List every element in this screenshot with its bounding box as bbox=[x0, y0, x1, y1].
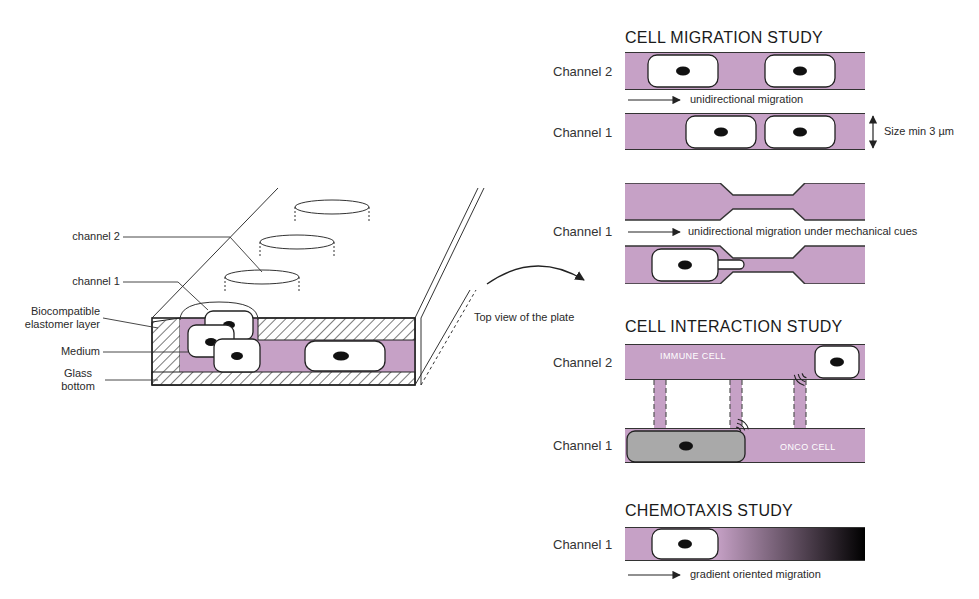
channel-wall bbox=[625, 183, 865, 195]
section-title: CELL MIGRATION STUDY bbox=[625, 28, 823, 47]
signal-wave bbox=[798, 374, 805, 382]
curved-arrow bbox=[487, 266, 584, 284]
channel-wall bbox=[625, 209, 865, 220]
annotation: channel 1 bbox=[72, 275, 120, 288]
cells bbox=[627, 55, 859, 559]
annotation: unidirectional migration bbox=[690, 93, 803, 106]
channel-fill bbox=[654, 380, 666, 428]
annotation: Top view of the plate bbox=[474, 311, 574, 324]
channel-name: Channel 1 bbox=[553, 224, 612, 240]
leader-lines bbox=[103, 237, 262, 380]
annotation: channel 2 bbox=[72, 230, 120, 243]
signal-wave bbox=[802, 373, 806, 378]
channel-wall bbox=[729, 380, 730, 428]
channel-fill bbox=[625, 183, 865, 220]
plate-section bbox=[152, 302, 415, 385]
annotation: unidirectional migration under mechanica… bbox=[688, 225, 917, 238]
annotation: Biocompatible elastomer layer bbox=[2, 305, 100, 331]
signal-wave bbox=[737, 423, 745, 430]
annotation: Size min 3 µm bbox=[884, 125, 954, 138]
channel-fill bbox=[730, 380, 742, 428]
channel-wall bbox=[741, 380, 742, 428]
channel-wall bbox=[805, 380, 806, 428]
channel-wall bbox=[653, 380, 654, 428]
signal-wave bbox=[794, 375, 804, 386]
connecting-channel bbox=[794, 380, 806, 428]
signal-wave bbox=[738, 419, 749, 429]
annotation: Medium bbox=[61, 345, 100, 358]
signal-waves bbox=[736, 373, 806, 431]
channel-band: Channel 1ONCO CELL bbox=[625, 428, 865, 463]
annotation: Glass bottom bbox=[54, 367, 102, 393]
signal-wave bbox=[736, 427, 741, 431]
channel-name: Channel 2 bbox=[553, 355, 612, 371]
channel-name: Channel 1 bbox=[553, 537, 612, 553]
channel-band: Channel 1 bbox=[625, 113, 865, 150]
channel-band: Channel 2IMMUNE CELL bbox=[625, 344, 865, 380]
channel-band: Channel 2 bbox=[625, 52, 865, 90]
channel-fill bbox=[625, 246, 865, 284]
channel-name: Channel 2 bbox=[553, 64, 612, 80]
channel-fill bbox=[794, 380, 806, 428]
well-openings bbox=[225, 200, 369, 293]
channel-name: Channel 1 bbox=[553, 125, 612, 141]
channel-name: Channel 1 bbox=[553, 438, 612, 454]
channel-wall bbox=[793, 380, 794, 428]
channel-wall bbox=[625, 272, 865, 284]
section-title: CELL INTERACTION STUDY bbox=[625, 317, 843, 336]
channel-wall bbox=[665, 380, 666, 428]
plate-edges bbox=[152, 188, 484, 385]
connecting-channel bbox=[730, 380, 742, 428]
connecting-channel bbox=[654, 380, 666, 428]
nuclei bbox=[676, 67, 844, 549]
channel-wall bbox=[625, 246, 865, 258]
section-title: CHEMOTAXIS STUDY bbox=[625, 501, 793, 520]
cell-type-label: ONCO CELL bbox=[780, 442, 836, 453]
channel-band: Channel 1 bbox=[625, 527, 865, 561]
annotation: gradient oriented migration bbox=[690, 568, 821, 581]
cell-type-label: IMMUNE CELL bbox=[660, 351, 726, 362]
